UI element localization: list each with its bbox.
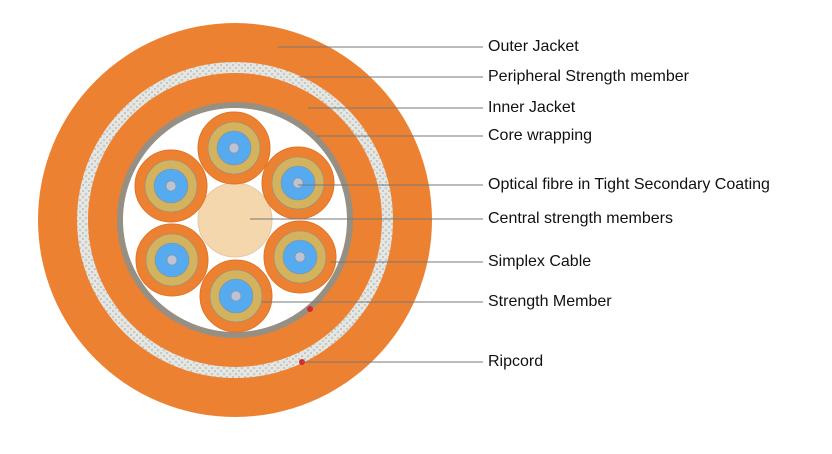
optical-fibre (228, 142, 240, 154)
core-wrapping-label: Core wrapping (488, 127, 593, 144)
simplex-cable-label: Simplex Cable (488, 253, 592, 270)
strength-member-label: Strength Member (488, 293, 612, 310)
ripcord-dot-inner (307, 306, 313, 312)
simplex-cable-shape (135, 223, 209, 297)
peripheral-strength-member-label: Peripheral Strength member (488, 68, 689, 85)
simplex-cable-shape (134, 149, 208, 223)
optical-fibre (230, 290, 242, 302)
central-strength-member-shape (197, 182, 273, 258)
simplex-cable-shape (261, 146, 335, 220)
optical-fibre (166, 254, 178, 266)
optical-fibre-label: Optical fibre in Tight Secondary Coating (488, 176, 770, 193)
simplex-cable-shape (199, 259, 273, 333)
simplex-cable-shape (197, 111, 271, 185)
optical-fibre (165, 180, 177, 192)
central-strength-members-label: Central strength members (488, 210, 673, 227)
inner-jacket-label: Inner Jacket (488, 99, 576, 116)
optical-fibre (294, 251, 306, 263)
simplex-cable-shape (263, 220, 337, 294)
optical-fibre (292, 177, 304, 189)
ripcord-label: Ripcord (488, 353, 544, 370)
outer-jacket-label: Outer Jacket (488, 38, 579, 55)
